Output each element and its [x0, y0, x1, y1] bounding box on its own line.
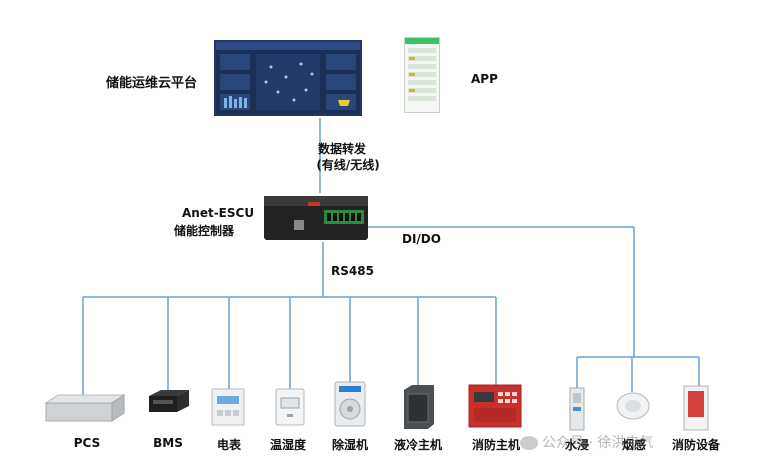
data-forward-label: 数据转发 [317, 142, 367, 156]
dehumidifier-icon [334, 381, 366, 427]
dido-label: DI/DO [402, 232, 441, 246]
liquid-cooler-device [402, 384, 436, 434]
app-screenshot [404, 37, 440, 113]
wired-wireless-label: (有线/无线) [316, 158, 380, 172]
thermo-hygrometer-icon [275, 388, 305, 426]
bms-icon [149, 390, 189, 412]
cloud-platform-screenshot [214, 40, 362, 116]
watermark: 公众号 · 徐洪电气 [520, 432, 653, 452]
device-label-dehumidifier: 除湿机 [331, 438, 369, 452]
liquid-cooler-icon [404, 385, 434, 429]
device-label-smoke-detector: 烟感 [621, 438, 647, 452]
device-label-liquid-cooler: 液冷主机 [393, 438, 443, 452]
device-label-bms: BMS [153, 436, 183, 450]
smoke-detector-icon [616, 392, 650, 420]
wechat-icon [520, 436, 538, 450]
fire-panel-device [468, 384, 522, 432]
dashboard-icon [216, 42, 360, 110]
controller-model-label: Anet-ESCU [182, 206, 255, 220]
device-label-water-sensor: 水浸 [564, 438, 590, 452]
dehumidifier-device [334, 381, 366, 431]
pcs-device [44, 393, 126, 427]
watermark-text: 公众号 · 徐洪电气 [542, 435, 654, 451]
controller-icon [264, 196, 368, 230]
fire-equipment-device [683, 385, 709, 435]
device-label-fire-panel: 消防主机 [471, 438, 521, 452]
app-label: APP [471, 72, 498, 86]
smoke-detector-device [616, 391, 650, 425]
mobile-app-icon [405, 38, 439, 101]
device-label-pcs: PCS [73, 436, 101, 450]
water-sensor-device [569, 387, 585, 435]
meter-icon [211, 388, 245, 426]
rs485-label: RS485 [331, 264, 374, 278]
fire-equipment-icon [683, 385, 709, 431]
device-label-thermo-hygrometer: 温湿度 [269, 438, 307, 452]
device-label-meter: 电表 [216, 438, 242, 452]
thermo-hygrometer-device [275, 388, 305, 430]
bms-device [145, 388, 191, 420]
controller-device [264, 196, 368, 240]
pcs-icon [44, 394, 126, 422]
controller-name-label: 储能控制器 [174, 224, 235, 238]
fire-panel-icon [468, 384, 522, 428]
water-sensor-icon [569, 387, 585, 431]
device-label-fire-equipment: 消防设备 [671, 438, 721, 452]
meter-device [211, 388, 245, 430]
cloud-platform-label: 储能运维云平台 [106, 76, 198, 91]
